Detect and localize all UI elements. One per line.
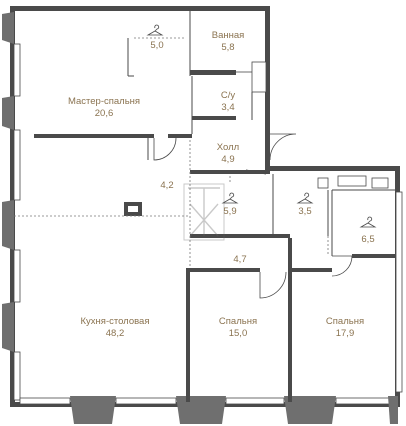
room-bedroom-2: Спальня 17,9: [326, 316, 364, 340]
zone-boundaries: [14, 37, 329, 268]
room-area: 20,6: [94, 108, 114, 119]
room-area: 5,0: [150, 40, 164, 51]
doors: [153, 71, 353, 299]
room-area: 4,9: [221, 154, 235, 165]
room-wardrobe-3: 6,5: [361, 234, 374, 246]
room-corridor-1: 4,2: [160, 180, 173, 192]
exterior-walls: [10, 6, 400, 407]
room-area: 4,2: [160, 180, 174, 191]
room-area: 15,0: [228, 328, 248, 339]
room-area: 6,5: [361, 234, 375, 245]
room-name: Холл: [216, 142, 240, 153]
room-name: Ванная: [211, 30, 245, 41]
room-area: 5,8: [221, 42, 235, 53]
room-name: Мастер-спальня: [67, 96, 141, 107]
room-name: С/у: [220, 90, 236, 101]
room-area: 48,2: [105, 328, 125, 339]
room-bedroom-1: Спальня 15,0: [219, 316, 257, 340]
room-corridor-2: 4,7: [233, 254, 246, 266]
room-area: 3,4: [221, 102, 235, 113]
room-name: Кухня-столовая: [80, 316, 150, 327]
right-windows: [251, 61, 403, 393]
room-wc: С/у 3,4: [221, 90, 235, 114]
room-storage: 3,5: [298, 206, 311, 218]
room-area: 5,9: [223, 206, 237, 217]
room-hall: Холл 4,9: [217, 142, 239, 166]
room-wardrobe-1: 5,0: [150, 40, 163, 52]
room-bathroom: Ванная 5,8: [212, 30, 245, 54]
room-area: 17,9: [335, 328, 355, 339]
hanger-icons: [146, 24, 377, 228]
room-master-bedroom: Мастер-спальня 20,6: [68, 96, 140, 120]
bottom-windows: [19, 396, 398, 424]
room-wardrobe-2: 5,9: [223, 206, 236, 218]
room-name: Спальня: [218, 316, 258, 327]
room-name: Спальня: [325, 316, 365, 327]
left-windows: [2, 12, 21, 401]
room-area: 4,7: [233, 254, 247, 265]
room-area: 3,5: [298, 206, 312, 217]
watermark-logo-icon: [183, 183, 225, 241]
interior-walls: [34, 11, 396, 402]
room-kitchen-dining: Кухня-столовая 48,2: [81, 316, 150, 340]
